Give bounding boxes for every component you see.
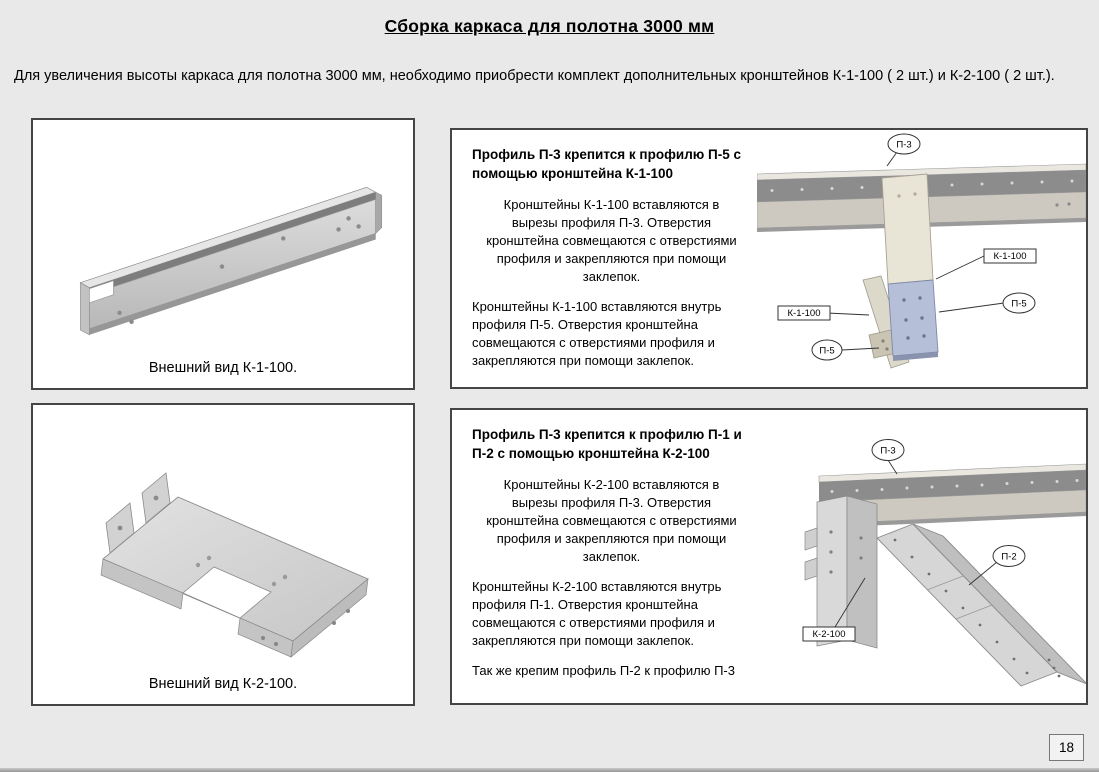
- k1-instructions-para2: Кронштейны К-1-100 вставляются внутрь пр…: [472, 298, 722, 368]
- panel-k1-instructions: Профиль П-3 крепится к профилю П-5 с пом…: [450, 128, 1088, 389]
- svg-text:П-2: П-2: [1001, 552, 1016, 563]
- svg-text:П-3: П-3: [880, 446, 895, 457]
- panel-k1-view: Внешний вид К-1-100.: [31, 118, 415, 390]
- k1-bracket-illustration: [39, 128, 407, 360]
- k2-instructions-heading: Профиль П-3 крепится к профилю П-1 и П-2…: [472, 427, 742, 461]
- callout-p5-left: П-5: [811, 339, 880, 361]
- k1-view-caption: Внешний вид К-1-100.: [148, 360, 298, 376]
- k2-instructions-text: Профиль П-3 крепится к профилю П-1 и П-2…: [452, 410, 757, 703]
- callout-p3: П-3: [871, 439, 905, 475]
- callout-p3: П-3: [886, 133, 921, 167]
- panel-k2-view: Внешний вид К-2-100.: [31, 403, 415, 706]
- k2-view-caption: Внешний вид К-2-100.: [148, 676, 298, 692]
- k2-instructions-para2: Кронштейны К-2-100 вставляются внутрь пр…: [472, 578, 722, 648]
- callout-k2-100: К-2-100: [802, 577, 866, 642]
- k1-instructions-heading: Профиль П-3 крепится к профилю П-5 с пом…: [472, 147, 742, 181]
- k2-instructions-para1: Кронштейны К-2-100 вставляются в вырезы …: [486, 477, 737, 564]
- svg-text:К-2-100: К-2-100: [813, 629, 846, 640]
- k2-instructions-para3: Так же крепим профиль П-2 к профилю П-3: [472, 662, 735, 678]
- svg-text:К-1-100: К-1-100: [788, 308, 821, 319]
- k1-instructions-para1: Кронштейны К-1-100 вставляются в вырезы …: [486, 197, 737, 284]
- k1-bracket-drawing: [79, 186, 383, 336]
- page-number: 18: [1048, 734, 1084, 761]
- svg-text:П-5: П-5: [819, 346, 834, 357]
- k2-assembly-drawing: П-3 П-2 К-2-100: [802, 439, 1086, 687]
- callout-p2: П-2: [968, 545, 1026, 586]
- svg-text:К-1-100: К-1-100: [994, 251, 1027, 262]
- k1-assembly-drawing: П-3 К-1-100 П-5 К-1-100: [757, 133, 1086, 369]
- svg-text:П-5: П-5: [1011, 299, 1026, 310]
- panel-k2-instructions: Профиль П-3 крепится к профилю П-1 и П-2…: [450, 408, 1088, 705]
- k1-instructions-text: Профиль П-3 крепится к профилю П-5 с пом…: [452, 130, 757, 387]
- callout-p5-right: П-5: [938, 292, 1036, 314]
- bottom-edge-divider: [0, 768, 1099, 772]
- page-title: Сборка каркаса для полотна 3000 мм: [384, 16, 715, 36]
- intro-text: Для увеличения высоты каркаса для полотн…: [14, 68, 1055, 84]
- k2-bracket-drawing: [100, 471, 369, 658]
- callout-k1-100-left: К-1-100: [777, 305, 870, 321]
- svg-text:П-3: П-3: [896, 140, 911, 151]
- k2-assembly-illustration: П-3 П-2 К-2-100: [757, 410, 1086, 703]
- k1-assembly-illustration: П-3 К-1-100 П-5 К-1-100: [757, 130, 1086, 387]
- k2-bracket-illustration: [39, 413, 407, 676]
- callout-k1-100-right: К-1-100: [935, 248, 1037, 280]
